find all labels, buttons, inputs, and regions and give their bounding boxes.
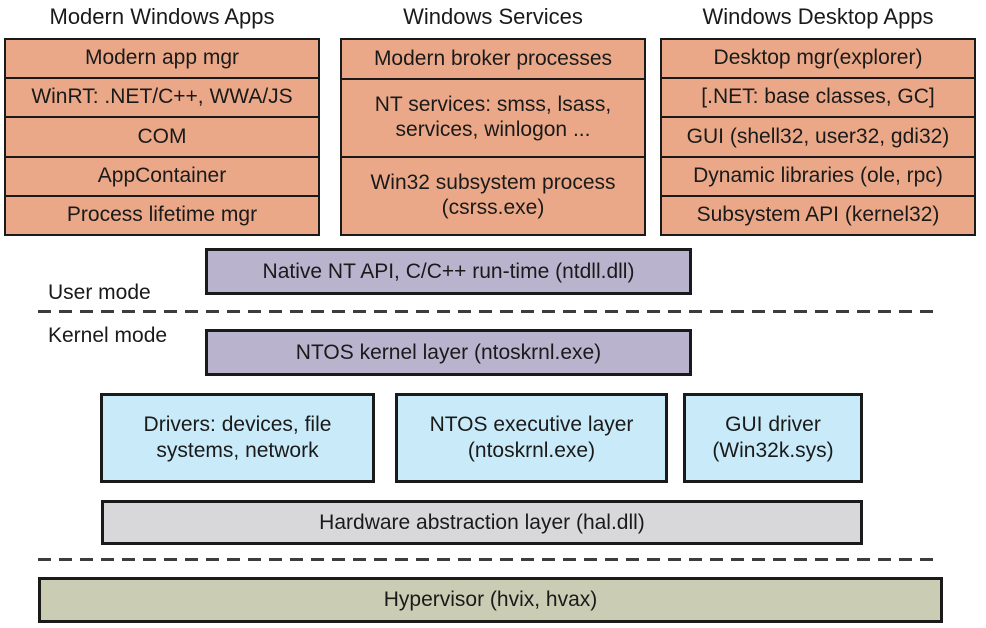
hal-hypervisor-divider [38, 558, 940, 561]
box-nt-services: NT services: smss, lsass, services, winl… [340, 78, 646, 158]
box-dotnet-base-classes: [.NET: base classes, GC] [660, 77, 976, 119]
box-appcontainer: AppContainer [4, 155, 320, 197]
bar-ntos-kernel-layer: NTOS kernel layer (ntoskrnl.exe) [205, 329, 692, 376]
column-header-windows-services: Windows Services [403, 4, 583, 29]
user-kernel-divider [38, 310, 940, 313]
box-com: COM [4, 116, 320, 158]
box-gui-driver: GUI driver (Win32k.sys) [683, 393, 863, 483]
bar-hardware-abstraction-layer: Hardware abstraction layer (hal.dll) [101, 500, 863, 545]
bar-hypervisor: Hypervisor (hvix, hvax) [38, 577, 943, 623]
box-process-lifetime-mgr: Process lifetime mgr [4, 194, 320, 237]
kernel-mode-label: Kernel mode [48, 324, 168, 347]
box-gui-libraries: GUI (shell32, user32, gdi32) [660, 116, 976, 158]
box-win32-subsystem-process: Win32 subsystem process (csrss.exe) [340, 156, 646, 236]
column-header-windows-desktop-apps: Windows Desktop Apps [702, 4, 934, 29]
windows-services-stack: Modern broker processes NT services: sms… [340, 38, 646, 236]
bar-native-nt-api: Native NT API, C/C++ run-time (ntdll.dll… [205, 248, 692, 295]
windows-desktop-apps-stack: Desktop mgr(explorer) [.NET: base classe… [660, 38, 976, 237]
modern-windows-apps-stack: Modern app mgr WinRT: .NET/C++, WWA/JS C… [4, 38, 320, 237]
box-winrt: WinRT: .NET/C++, WWA/JS [4, 77, 320, 119]
box-drivers: Drivers: devices, file systems, network [100, 393, 375, 483]
box-subsystem-api: Subsystem API (kernel32) [660, 194, 976, 237]
box-dynamic-libraries: Dynamic libraries (ole, rpc) [660, 155, 976, 197]
box-ntos-executive-layer: NTOS executive layer (ntoskrnl.exe) [395, 393, 668, 483]
box-modern-app-mgr: Modern app mgr [4, 38, 320, 80]
user-mode-label: User mode [48, 281, 151, 304]
box-modern-broker-processes: Modern broker processes [340, 38, 646, 80]
column-header-modern-windows-apps: Modern Windows Apps [49, 4, 275, 29]
box-desktop-mgr: Desktop mgr(explorer) [660, 38, 976, 80]
